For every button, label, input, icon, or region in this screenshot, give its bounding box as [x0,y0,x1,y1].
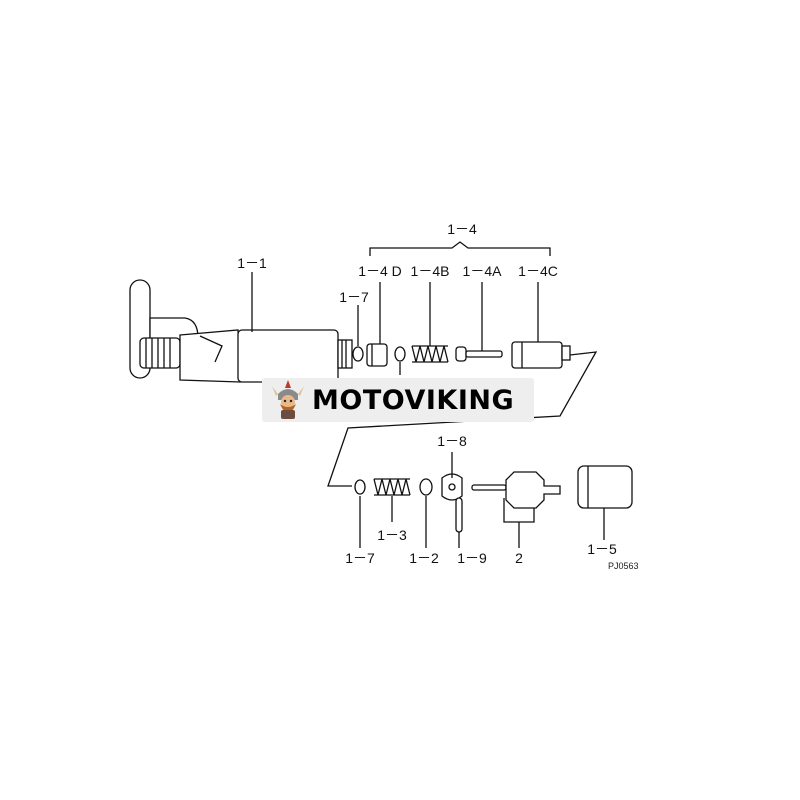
pin-1-4a [455,346,503,362]
label-1-2: 1－2 [409,550,439,566]
plate-1-8 [441,473,463,501]
nozzle-2 [471,471,561,509]
label-1-1: 1－1 [237,255,267,271]
part-1-4d [366,343,388,367]
nut-1-5 [577,465,633,509]
assembly-connector [327,351,598,487]
label-2: 2 [515,550,523,566]
cap-1-4c [511,341,571,369]
label-1-5: 1－5 [587,541,617,557]
dowel-1-9 [455,497,463,533]
injector-holder-body [129,279,353,383]
label-1-4: 1－4 [447,221,477,237]
reference-code: PJ0563 [608,561,639,571]
washer-1-2 [419,478,433,496]
spring-1-4b [411,345,449,363]
label-1-7-bottom: 1－7 [345,550,375,566]
spring-1-3 [373,478,411,496]
washer-1-7-lower [354,479,366,495]
washer-1-7-upper [352,346,364,362]
label-1-9: 1－9 [457,550,487,566]
label-1-4d: 1－4 D [358,263,402,279]
bracket-1-4 [369,241,551,256]
brand-watermark: MOTOVIKING [262,378,534,422]
washer-small [394,346,406,362]
label-1-8: 1－8 [437,433,467,449]
label-1-4b: 1－4B [411,263,450,279]
label-1-3: 1－3 [377,527,407,543]
label-1-4c: 1－4C [518,263,558,279]
viking-mascot-icon [272,380,304,419]
brand-name: MOTOVIKING [312,384,515,416]
label-1-4a: 1－4A [463,263,503,279]
label-1-7-top: 1－7 [339,289,369,305]
